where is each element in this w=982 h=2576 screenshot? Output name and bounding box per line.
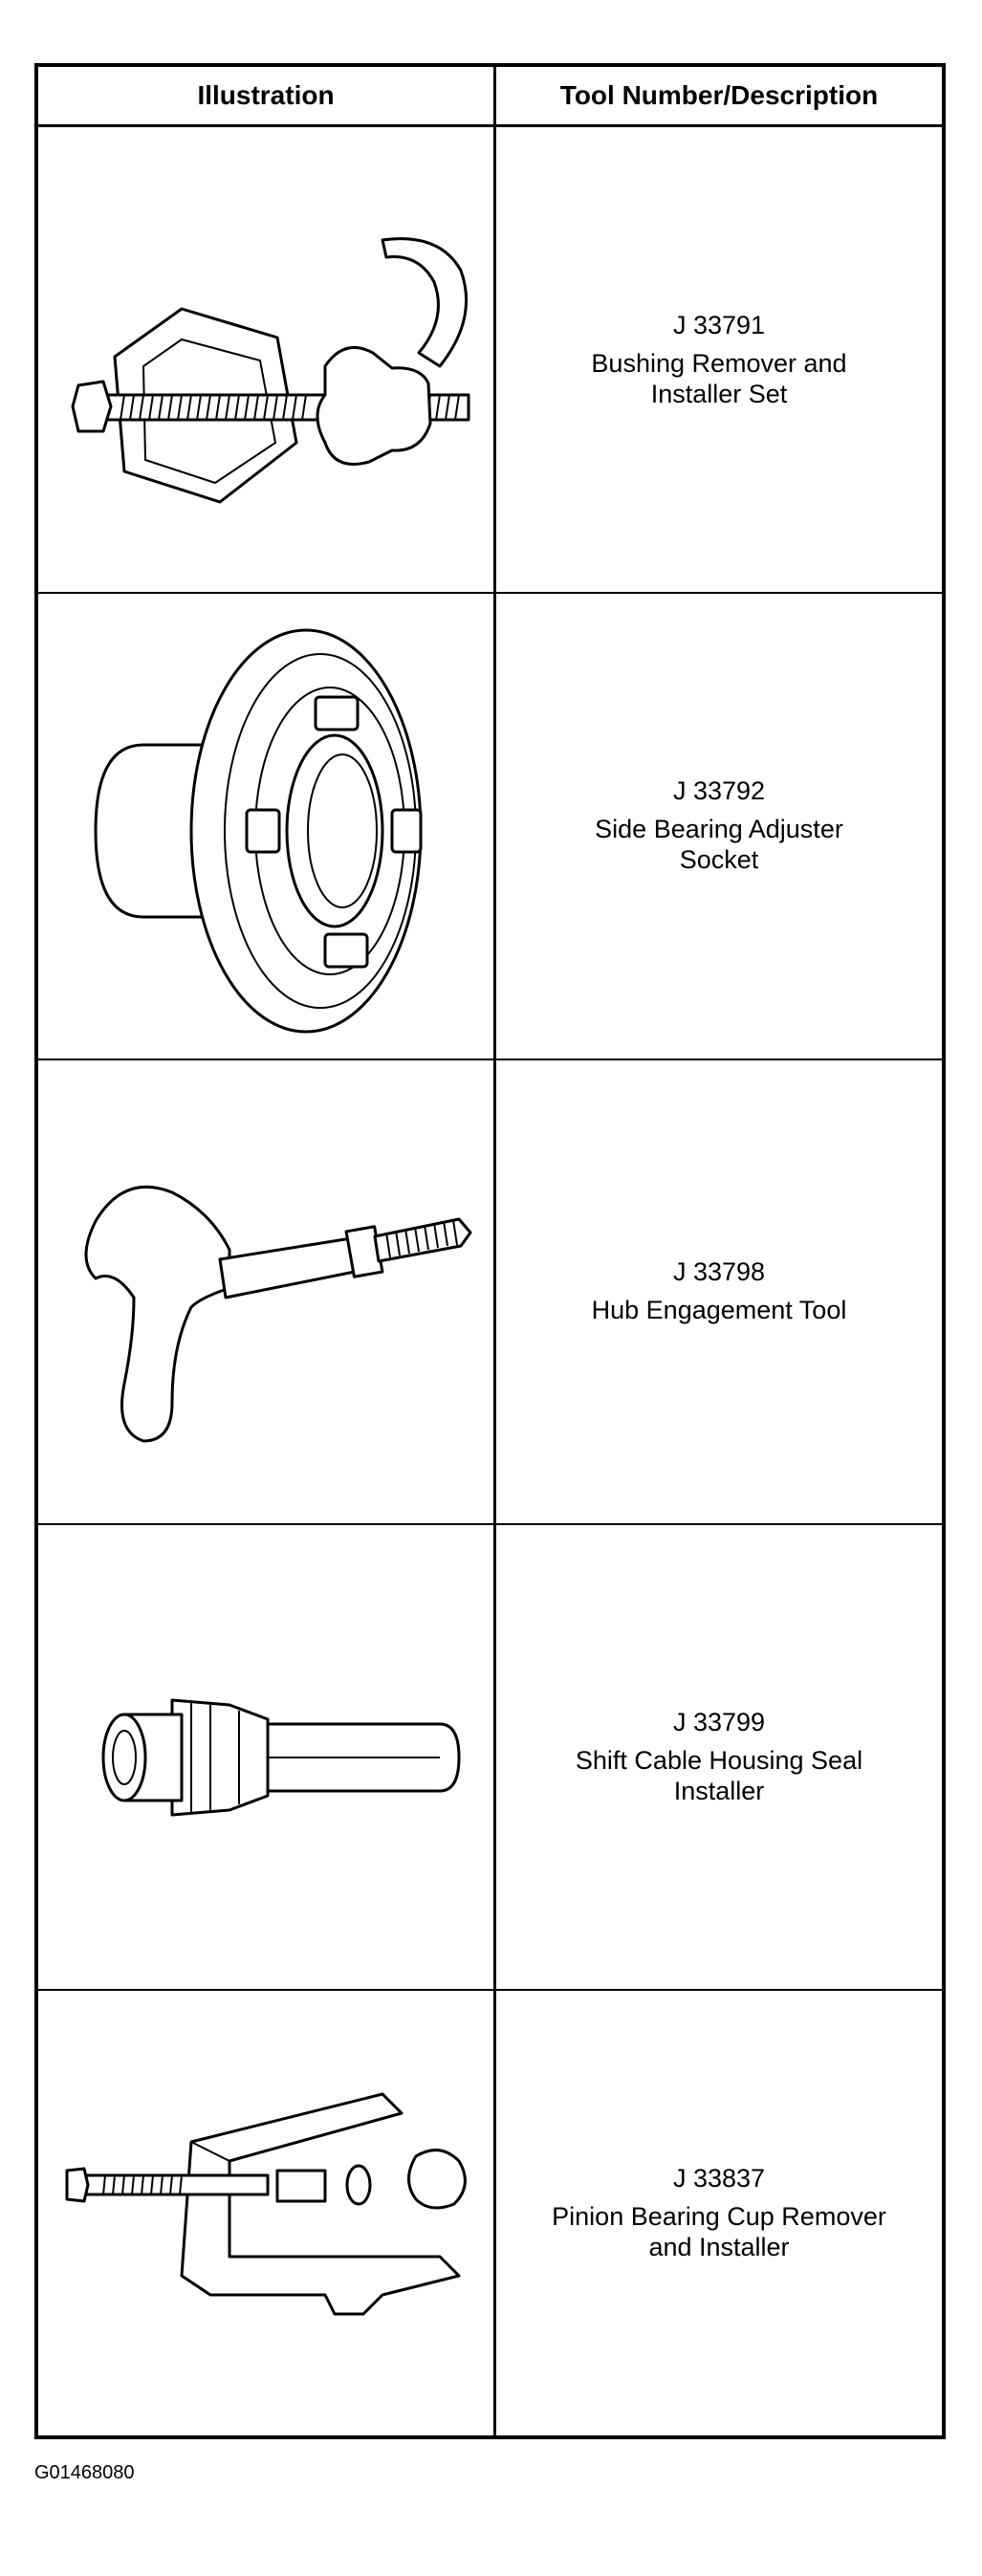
table-row: J 33798 Hub Engagement Tool <box>38 1059 942 1525</box>
tool-description-cell: J 33791 Bushing Remover and Installer Se… <box>496 127 942 592</box>
hub-engagement-tool-icon <box>38 1059 493 1523</box>
header-description: Tool Number/Description <box>559 80 879 110</box>
table-row: J 33799 Shift Cable Housing Seal Install… <box>38 1523 942 1991</box>
header-illustration: Illustration <box>197 80 335 110</box>
table-row: J 33837 Pinion Bearing Cup Remover and I… <box>38 1989 942 2436</box>
tool-number: J 33799 <box>672 1707 766 1736</box>
tool-description: Hub Engagement Tool <box>591 1296 847 1324</box>
tool-description-cell: J 33792 Side Bearing Adjuster Socket <box>496 592 942 1059</box>
table-row: J 33792 Side Bearing Adjuster Socket <box>38 592 942 1060</box>
seal-installer-icon <box>38 1523 493 1989</box>
bushing-remover-installer-icon <box>38 127 493 592</box>
tool-description: Shift Cable Housing Seal Installer <box>575 1745 863 1805</box>
tool-table: Illustration Tool Number/Description <box>34 63 946 2439</box>
tool-description-cell: J 33837 Pinion Bearing Cup Remover and I… <box>496 1989 942 2436</box>
tool-description: Side Bearing Adjuster Socket <box>595 815 843 874</box>
tool-description-cell: J 33799 Shift Cable Housing Seal Install… <box>496 1523 942 1989</box>
table-row: J 33791 Bushing Remover and Installer Se… <box>38 127 942 594</box>
figure-id: G01468080 <box>34 2462 135 2483</box>
tool-description-cell: J 33798 Hub Engagement Tool <box>496 1059 942 1523</box>
tool-number: J 33798 <box>672 1257 766 1286</box>
side-bearing-adjuster-socket-icon <box>38 592 493 1059</box>
column-divider <box>493 67 496 2435</box>
tool-description: Pinion Bearing Cup Remover and Installer <box>552 2202 886 2261</box>
tool-number: J 33792 <box>672 776 766 805</box>
tool-description: Bushing Remover and Installer Set <box>591 349 847 408</box>
table-header: Illustration Tool Number/Description <box>38 67 942 127</box>
tool-number: J 33791 <box>672 311 766 339</box>
pinion-cup-remover-icon <box>38 1989 493 2436</box>
tool-number: J 33837 <box>672 2164 766 2193</box>
